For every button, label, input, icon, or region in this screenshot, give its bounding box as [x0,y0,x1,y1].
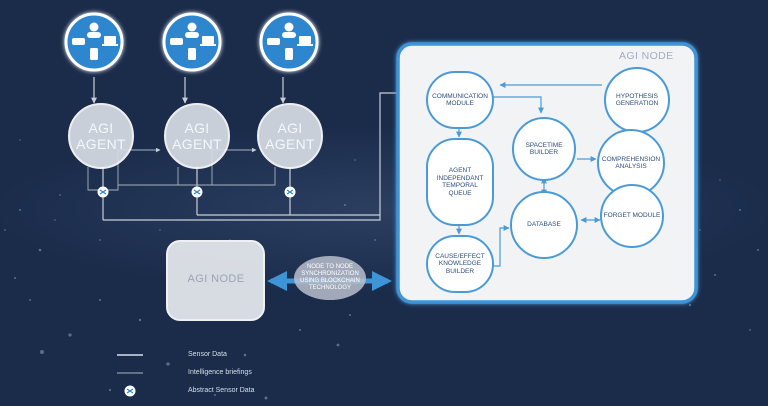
user-body-icon [185,32,199,38]
abstract-sensor-icon-3 [284,186,296,198]
car-icon [267,38,280,45]
hypothesis-module [604,67,670,133]
user-icon [284,22,294,32]
laptop-icon [202,36,214,44]
agent-label-1: AGI AGENT [76,120,126,152]
sync-cloud [294,256,366,300]
sensor-icons [267,22,313,60]
abstract-sensor-icon-1 [97,186,109,198]
sensor-icons [170,22,216,60]
temporal-queue-module [426,138,494,226]
source-circle-3 [259,12,319,72]
legend-sensor-data: Sensor Data [188,351,227,358]
spacetime-builder-module [512,117,576,181]
sync-label: NODE TO NODE SYNCHRONIZATION USING BLOCK… [300,264,360,291]
user-body-icon [87,32,101,38]
abstract-sensor-icon-2 [191,186,203,198]
phone-icon [285,48,293,60]
agi-agent-1 [68,103,134,169]
user-icon [187,22,197,32]
legend-intelligence-briefings: Intelligence briefings [188,369,252,376]
phone-icon [188,48,196,60]
car-icon [72,38,85,45]
agent-label-3: AGI AGENT [265,120,315,152]
legend-abstract-icon [124,385,136,397]
agi-node-secondary-title: AGI NODE [187,273,245,285]
database-module [510,191,578,259]
communication-module [426,71,494,129]
agi-agent-3 [257,103,323,169]
user-icon [89,22,99,32]
sensor-icons [72,22,118,60]
cause-effect-module [426,235,494,293]
car-icon [170,38,183,45]
source-circle-1 [64,12,124,72]
agi-node-title: AGI NODE [619,50,674,62]
legend-abstract-sensor-data: Abstract Sensor Data [188,387,255,394]
laptop-base-icon [297,44,313,46]
forget-module [600,184,664,248]
phone-icon [90,48,98,60]
laptop-base-icon [102,44,118,46]
background-dots [4,139,759,400]
source-circle-2 [162,12,222,72]
user-body-icon [282,32,296,38]
laptop-base-icon [200,44,216,46]
agent-label-2: AGI AGENT [172,120,222,152]
laptop-icon [104,36,116,44]
agi-agent-2 [164,103,230,169]
agi-node-secondary [166,240,265,321]
laptop-icon [299,36,311,44]
